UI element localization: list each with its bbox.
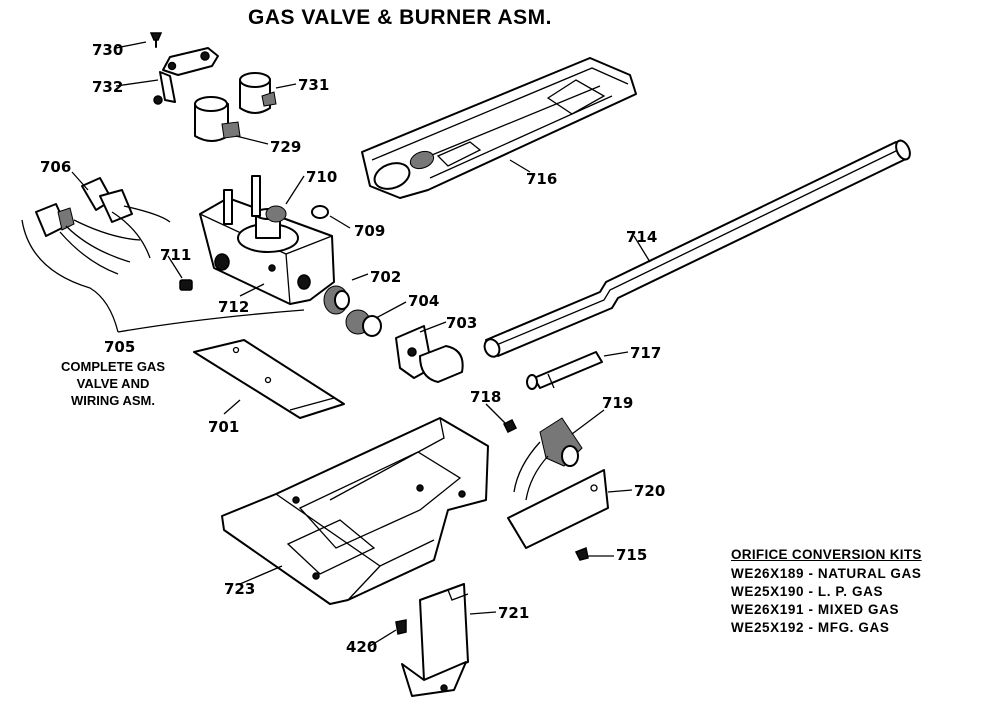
- label-719: 719: [602, 394, 633, 412]
- label-420: 420: [346, 638, 377, 656]
- leader-lines: [71, 41, 651, 647]
- part-701-plate: [193, 339, 345, 419]
- label-732: 732: [92, 78, 123, 96]
- part-732-bracket: [153, 47, 219, 105]
- label-711: 711: [160, 246, 191, 264]
- part-718-screw: [502, 418, 518, 434]
- label-721: 721: [498, 604, 529, 622]
- note-line-2: VALVE AND: [76, 376, 150, 391]
- part-712-gas-valve: [199, 175, 335, 305]
- part-717-pilot: [526, 351, 603, 390]
- label-723: 723: [224, 580, 255, 598]
- part-715-screw: [574, 546, 589, 561]
- label-704: 704: [408, 292, 439, 310]
- label-702: 702: [370, 268, 401, 286]
- orifice-conversion-kits: ORIFICE CONVERSION KITS WE26X189 - NATUR…: [731, 546, 922, 637]
- diagram-title: GAS VALVE & BURNER ASM.: [248, 6, 552, 29]
- assembly-note: COMPLETE GAS VALVE AND WIRING ASM.: [28, 358, 198, 409]
- label-720: 720: [634, 482, 665, 500]
- part-731-coil: [239, 72, 277, 114]
- part-714-tube: [483, 139, 911, 358]
- label-730: 730: [92, 41, 123, 59]
- label-706: 706: [40, 158, 71, 176]
- label-715: 715: [616, 546, 647, 564]
- label-717: 717: [630, 344, 661, 362]
- label-710: 710: [306, 168, 337, 186]
- part-720-bracket: [507, 469, 609, 549]
- part-729-coil: [194, 96, 241, 142]
- kit-item: WE25X192 - MFG. GAS: [731, 620, 890, 635]
- part-730-screw: [149, 32, 163, 48]
- part-703-elbow: [395, 325, 464, 383]
- part-711-plug: [179, 279, 193, 291]
- label-731: 731: [298, 76, 329, 94]
- label-701: 701: [208, 418, 239, 436]
- part-704-fitting: [345, 309, 382, 337]
- note-line-1: COMPLETE GAS: [60, 359, 165, 374]
- label-729: 729: [270, 138, 301, 156]
- part-721-bracket: [401, 583, 469, 697]
- label-703: 703: [446, 314, 477, 332]
- label-716: 716: [526, 170, 557, 188]
- label-718: 718: [470, 388, 501, 406]
- part-719-igniter: [513, 417, 583, 501]
- kits-title: ORIFICE CONVERSION KITS: [731, 547, 922, 562]
- label-705: 705: [104, 338, 135, 356]
- part-702-fitting: [323, 285, 350, 315]
- part-420-screw: [395, 619, 407, 635]
- kit-item: WE26X189 - NATURAL GAS: [731, 566, 922, 581]
- label-709: 709: [354, 222, 385, 240]
- kit-item: WE26X191 - MIXED GAS: [731, 602, 900, 617]
- part-706-wiring: [35, 177, 171, 275]
- kit-item: WE25X190 - L. P. GAS: [731, 584, 884, 599]
- label-712: 712: [218, 298, 249, 316]
- part-723-frame: [221, 417, 489, 605]
- label-714: 714: [626, 228, 657, 246]
- part-709-cap: [311, 205, 329, 219]
- part-716-burner: [361, 57, 637, 199]
- part-labels: 730 732 731 729 706 710 709 711 712 702 …: [40, 41, 665, 656]
- note-line-3: WIRING ASM.: [70, 393, 155, 408]
- assembly-705-bracket-lines: [21, 219, 305, 333]
